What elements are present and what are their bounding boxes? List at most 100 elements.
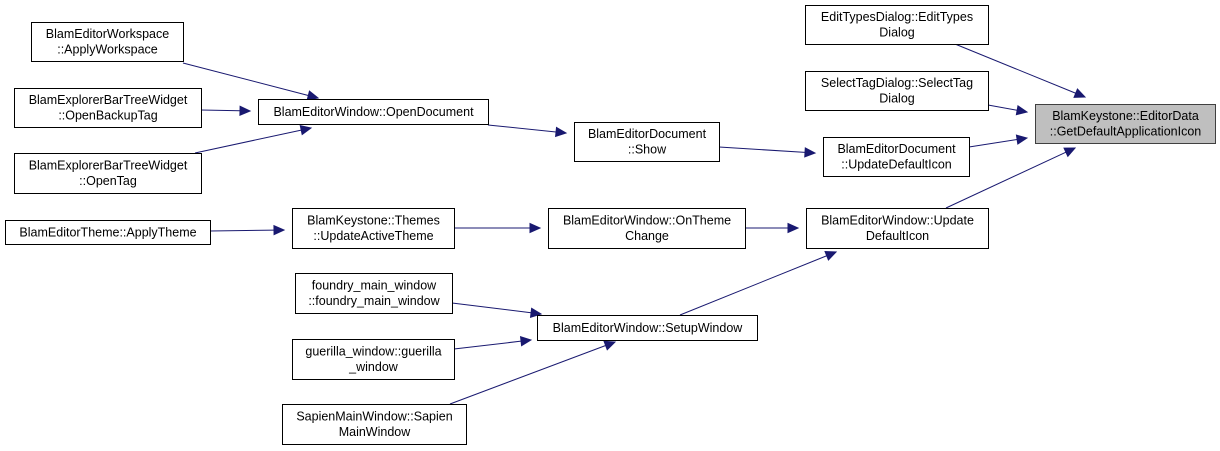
edge-guerilla-to-setup_window [453,335,533,350]
edge-line [182,62,309,96]
node-label: BlamEditorWindow::OnTheme [563,214,731,228]
nodes-layer: BlamKeystone::EditorData::GetDefaultAppl… [5,5,1216,445]
node-box[interactable] [805,71,989,111]
arrowhead-icon [1015,104,1029,116]
node-label: ::UpdateDefaultIcon [841,158,952,172]
arrowhead-icon [239,105,252,117]
arrowhead-icon [519,335,533,347]
edges-layer [182,43,1087,405]
node-apply-theme[interactable]: BlamEditorTheme::ApplyTheme [5,220,211,245]
node-foundry[interactable]: foundry_main_window::foundry_main_window [295,273,453,314]
node-label: SapienMainWindow::Sapien [296,410,452,424]
edge-line [987,104,1018,111]
node-sapien[interactable]: SapienMainWindow::SapienMainWindow [282,404,467,445]
edge-line [451,302,532,314]
edge-apply_workspace-to-open_document [182,62,320,101]
node-doc-update-icon[interactable]: BlamEditorDocument::UpdateDefaultIcon [823,137,970,177]
node-label: ::GetDefaultApplicationIcon [1050,125,1202,139]
node-box[interactable] [574,122,720,162]
arrowhead-icon [299,125,313,136]
node-label: BlamEditorDocument [837,142,956,156]
node-box[interactable] [537,315,758,341]
edge-win_update_icon-to-target [945,147,1077,209]
node-open-document[interactable]: BlamEditorWindow::OpenDocument [258,99,489,125]
node-box[interactable] [282,404,467,445]
edge-on_theme_change-to-win_update_icon [745,222,800,234]
node-box[interactable] [806,208,989,249]
node-label: DefaultIcon [866,229,929,243]
node-guerilla[interactable]: guerilla_window::guerilla_window [292,339,455,380]
node-box[interactable] [14,88,202,128]
edge-apply_theme-to-update_active_theme [209,224,286,236]
edge-line [954,43,1076,94]
arrowhead-icon [1063,147,1077,158]
node-edit-types[interactable]: EditTypesDialog::EditTypesDialog [805,5,989,45]
edge-open_backup_tag-to-open_document [200,105,252,117]
edge-line [453,340,522,350]
edge-line [679,255,827,316]
node-label: guerilla_window::guerilla [305,345,441,359]
edge-sapien-to-setup_window [449,340,617,405]
node-select-tag[interactable]: SelectTagDialog::SelectTagDialog [805,71,989,111]
node-label: ::foundry_main_window [308,294,440,308]
node-apply-workspace[interactable]: BlamEditorWorkspace::ApplyWorkspace [31,22,184,62]
node-label: BlamEditorTheme::ApplyTheme [19,225,196,239]
node-label: _window [348,360,399,374]
node-box[interactable] [823,137,970,177]
node-doc-show[interactable]: BlamEditorDocument::Show [574,122,720,162]
node-label: BlamExplorerBarTreeWidget [29,159,188,173]
node-box[interactable] [5,220,211,245]
node-label: EditTypesDialog::EditTypes [821,10,973,24]
node-label: Change [625,229,669,243]
node-box[interactable] [1035,104,1216,144]
node-box[interactable] [258,99,489,125]
node-label: MainWindow [339,425,412,439]
edge-doc_show-to-doc_update_icon [718,146,817,158]
node-box[interactable] [295,273,453,314]
node-label: BlamEditorWindow::OpenDocument [273,105,474,119]
arrowhead-icon [1015,134,1029,145]
node-label: Dialog [879,92,914,106]
node-box[interactable] [292,339,455,380]
node-label: ::UpdateActiveTheme [313,229,433,243]
arrowhead-icon [804,147,817,158]
edge-open_document-to-doc_show [487,124,568,138]
node-update-active-theme[interactable]: BlamKeystone::Themes::UpdateActiveTheme [292,208,455,249]
edge-line [194,129,302,154]
edge-line [209,229,275,232]
node-setup-window[interactable]: BlamEditorWindow::SetupWindow [537,315,758,341]
node-label: BlamEditorDocument [588,127,707,141]
node-box[interactable] [805,5,989,45]
arrowhead-icon [824,251,838,261]
arrowhead-icon [555,126,568,138]
arrowhead-icon [529,307,543,318]
node-box[interactable] [31,22,184,62]
edge-line [487,124,557,133]
node-label: BlamKeystone::Themes [307,214,440,228]
node-box[interactable] [292,208,455,249]
arrowhead-icon [787,222,800,234]
edge-line [718,146,806,153]
node-win-update-icon[interactable]: BlamEditorWindow::UpdateDefaultIcon [806,208,989,249]
node-label: Dialog [879,26,914,40]
node-label: foundry_main_window [312,279,437,293]
node-open-backup-tag[interactable]: BlamExplorerBarTreeWidget::OpenBackupTag [14,88,202,128]
node-label: BlamExplorerBarTreeWidget [29,93,188,107]
arrowhead-icon [529,222,542,234]
node-target[interactable]: BlamKeystone::EditorData::GetDefaultAppl… [1035,104,1216,144]
node-label: BlamEditorWorkspace [46,27,169,41]
node-label: ::ApplyWorkspace [57,43,158,57]
node-label: SelectTagDialog::SelectTag [821,76,973,90]
arrowhead-icon [273,224,286,236]
node-label: BlamKeystone::EditorData [1052,109,1199,123]
node-open-tag[interactable]: BlamExplorerBarTreeWidget::OpenTag [14,153,202,194]
edge-line [945,151,1067,209]
arrowhead-icon [1073,88,1087,98]
edge-line [200,109,241,112]
node-label: BlamEditorWindow::Update [821,214,974,228]
node-box[interactable] [548,208,746,249]
edge-open_tag-to-open_document [194,125,313,154]
node-box[interactable] [14,153,202,194]
